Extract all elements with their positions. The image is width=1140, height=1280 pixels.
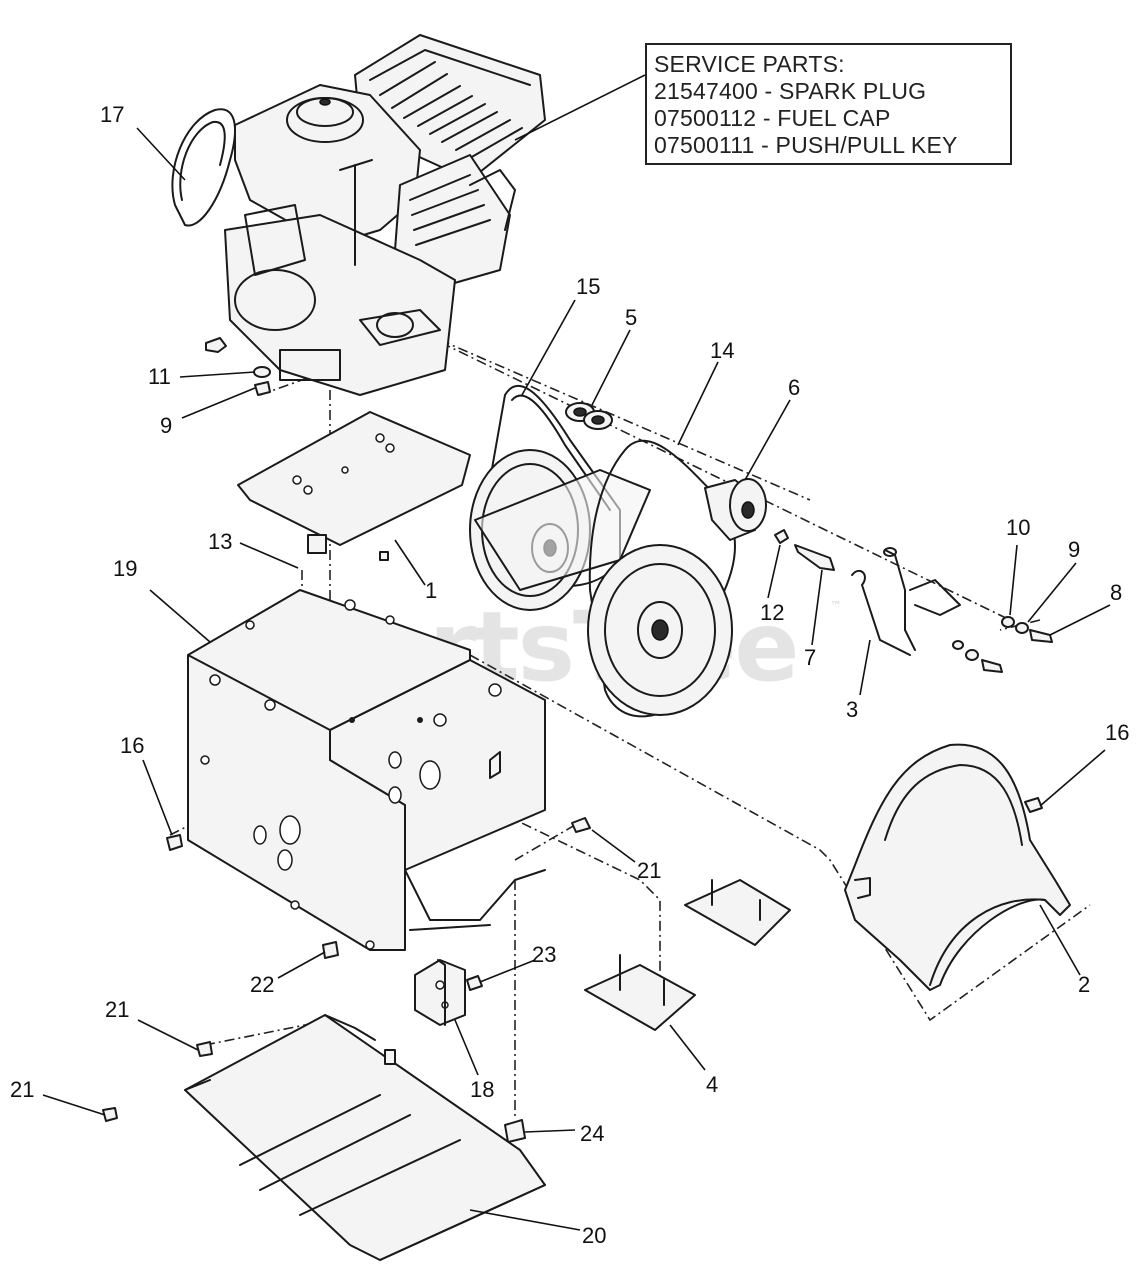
callout-9-right: 9 <box>1068 537 1080 562</box>
callout-16-left: 16 <box>120 733 144 758</box>
part-20-bottom-cover <box>184 1014 546 1261</box>
part-24-clip <box>504 1119 526 1143</box>
service-parts-title: SERVICE PARTS: <box>654 51 845 77</box>
callout-19: 19 <box>113 556 137 581</box>
part-3-control-rod <box>851 547 961 656</box>
part-16-screw-right <box>1024 797 1043 813</box>
part-1-mount-plate <box>237 411 471 561</box>
part-14-drive-belt <box>587 439 736 718</box>
callout-4: 4 <box>706 1072 718 1097</box>
part-12-key <box>774 529 789 544</box>
callout-11: 11 <box>148 364 171 389</box>
callout-17: 17 <box>100 102 124 127</box>
service-parts-box: SERVICE PARTS: 21547400 - SPARK PLUG 075… <box>645 43 1012 165</box>
callout-21-lower: 21 <box>10 1077 34 1102</box>
callout-21-upper: 21 <box>637 858 661 883</box>
part-7-bolt <box>794 544 835 571</box>
engine-mount-hardware <box>205 337 271 396</box>
callout-5: 5 <box>625 305 637 330</box>
callout-22: 22 <box>250 972 274 997</box>
part-17-recoil-cord <box>171 108 236 227</box>
fasteners-left <box>102 817 591 1122</box>
watermark-trademark: ™ <box>830 599 842 613</box>
callout-6: 6 <box>788 375 800 400</box>
callout-13: 13 <box>208 529 232 554</box>
hardware-10-9-8 <box>952 616 1053 673</box>
callout-numbers: 17 15 5 14 6 11 9 13 1 19 10 9 8 12 7 3 … <box>10 102 1129 1248</box>
callout-leaders <box>42 127 1111 1231</box>
part-2-belt-cover <box>844 743 1071 991</box>
service-part-push-pull-key: 07500111 - PUSH/PULL KEY <box>654 132 958 158</box>
service-leader-line <box>514 74 646 141</box>
callout-8: 8 <box>1110 580 1122 605</box>
callout-21-middle: 21 <box>105 997 129 1022</box>
callout-7: 7 <box>804 645 816 670</box>
auger-pulley <box>469 449 651 611</box>
callout-2: 2 <box>1078 972 1090 997</box>
callout-18: 18 <box>470 1077 494 1102</box>
service-part-fuel-cap: 07500112 - FUEL CAP <box>654 105 891 131</box>
callout-20: 20 <box>582 1223 606 1248</box>
part-19-frame <box>187 589 546 951</box>
callout-10: 10 <box>1006 515 1030 540</box>
callout-16-right: 16 <box>1105 720 1129 745</box>
callout-1: 1 <box>425 578 437 603</box>
callout-3: 3 <box>846 697 858 722</box>
callout-9-left: 9 <box>160 413 172 438</box>
callout-12: 12 <box>760 600 784 625</box>
engine-assembly <box>224 34 546 396</box>
service-part-spark-plug: 21547400 - SPARK PLUG <box>654 78 927 104</box>
callout-15: 15 <box>576 274 600 299</box>
part-18-bracket <box>414 959 466 1026</box>
callout-23: 23 <box>532 942 556 967</box>
part-6-engine-pulley <box>704 478 767 541</box>
callout-24: 24 <box>580 1121 604 1146</box>
callout-14: 14 <box>710 338 734 363</box>
part-4-stud-plates <box>584 879 791 1031</box>
part-5-bearing <box>565 402 613 430</box>
